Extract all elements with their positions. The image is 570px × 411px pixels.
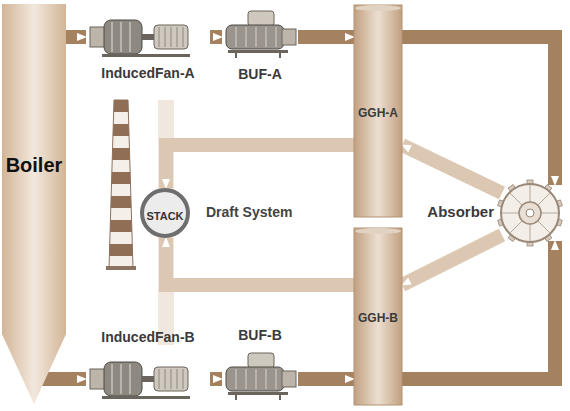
node-label: GGH-B [358,311,398,325]
absorber-spokes [502,185,558,241]
boiler-vessel [2,4,66,404]
chimney [100,100,140,270]
motor-ribs [159,369,183,389]
induced-fan [86,16,210,58]
booster-fan: BUF-B [222,322,298,400]
node-label: Boiler [6,154,63,177]
induced-fan: InducedFan-A [86,16,210,84]
heater-body [354,228,402,405]
fan-rings [112,364,130,394]
node-label: Absorber [427,203,494,220]
buf-base [228,392,288,395]
buf-housing [226,367,284,391]
fan-base [102,54,190,57]
gas-heater: GGH-B [354,228,402,405]
stack-ring [142,190,188,236]
buf-outlet [282,371,296,387]
flue-duct [210,30,222,44]
buf-leg [235,395,237,400]
flue-duct [210,372,222,386]
label-box: BUF-A [222,65,298,83]
heater-top [355,5,401,11]
buf-ribs [236,27,276,47]
node-label: BUF-B [238,327,282,343]
flue-duct [166,238,354,285]
absorber-hub [526,209,534,217]
buf-leg [235,53,237,58]
heater-body [354,5,402,217]
flue-duct [402,241,555,379]
booster-fan [222,10,298,60]
flue-duct [298,30,354,44]
fan-motor [154,25,188,49]
buf-outlet [282,29,296,45]
label-box: Absorber [424,203,494,221]
fan-shaft [142,376,154,382]
buf-motor [248,11,274,26]
label-box: Boiler [2,154,66,177]
label-box: STACK [140,206,190,224]
absorber-nozzles [498,180,563,246]
heater-top [355,228,401,234]
absorber-shell [501,184,559,242]
flue-duct [66,372,86,386]
fan-shaft [142,34,154,40]
flue-duct [402,145,502,193]
flue-duct [166,145,354,188]
label-box: GGH-A [354,103,402,121]
flue-duct [66,30,86,44]
buf-housing [226,25,284,49]
booster-fan: BUF-A [222,10,298,84]
fan-rings [112,22,130,52]
fan-base [102,396,190,399]
buf-base [228,50,288,53]
buf-leg [279,53,281,58]
gas-heater: GGH-A [354,5,402,217]
label-box: BUF-B [222,326,298,344]
flue-duct [298,372,354,386]
motor-ribs [159,27,183,47]
node-label: InducedFan-B [101,329,194,345]
label-box: GGH-B [354,308,402,326]
buf-leg [279,395,281,400]
absorber-tower [498,181,562,245]
node-label: BUF-A [238,66,282,82]
stack-circle: STACK [140,188,190,238]
booster-fan [222,352,298,402]
fan-housing [104,20,142,54]
system-label: Draft System [206,204,292,220]
induced-fan [86,358,210,400]
label-box: InducedFan-A [86,64,210,82]
fan-housing [104,362,142,396]
boiler-vessel: Boiler [2,4,66,404]
fan-motor [154,367,188,391]
buf-motor [248,353,274,368]
node-label: InducedFan-A [101,65,194,81]
absorber-core [519,202,541,224]
buf-ribs [236,369,276,389]
boiler-body [2,4,66,404]
label-box: InducedFan-B [86,328,210,346]
node-label: GGH-A [358,106,398,120]
induced-fan: InducedFan-B [86,326,210,396]
absorber-tower: Absorber [498,181,562,245]
flue-duct [402,235,502,285]
node-label: STACK [146,210,183,222]
